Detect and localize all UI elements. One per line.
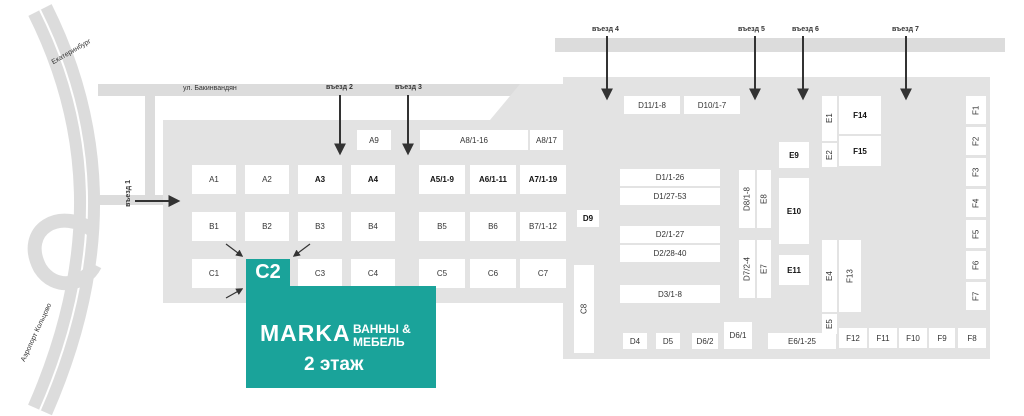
block-A3[interactable]: A3 (298, 165, 342, 194)
block-F10[interactable]: F10 (899, 328, 927, 348)
entrance-7-label: въезд 7 (892, 26, 919, 33)
entrance-4-label: въезд 4 (592, 26, 619, 33)
block-F7[interactable]: F7 (966, 282, 986, 310)
block-D2-28-40[interactable]: D2/28-40 (620, 245, 720, 262)
block-F1[interactable]: F1 (966, 96, 986, 124)
block-E7[interactable]: E7 (757, 240, 771, 298)
block-E1[interactable]: E1 (822, 96, 837, 141)
top-road (555, 38, 1005, 52)
entrance-2-label: въезд 2 (326, 84, 353, 91)
block-E5[interactable]: E5 (822, 314, 837, 334)
block-F5[interactable]: F5 (966, 220, 986, 248)
block-D3[interactable]: D3/1-8 (620, 285, 720, 303)
block-D5[interactable]: D5 (656, 333, 680, 349)
zone-east (563, 77, 990, 359)
entrance-6-label: въезд 6 (792, 26, 819, 33)
block-C7[interactable]: C7 (520, 259, 566, 288)
block-A9[interactable]: A9 (357, 130, 391, 150)
block-E9[interactable]: E9 (779, 142, 809, 168)
block-F8[interactable]: F8 (958, 328, 986, 348)
block-D7[interactable]: D7/2-4 (739, 240, 755, 298)
block-B7[interactable]: B7/1-12 (520, 212, 566, 241)
block-F11[interactable]: F11 (869, 328, 897, 348)
block-F15[interactable]: F15 (839, 136, 881, 166)
roundabout (27, 213, 102, 291)
block-C4[interactable]: C4 (351, 259, 395, 288)
block-F13[interactable]: F13 (839, 240, 861, 312)
entrance-3-label: въезд 3 (395, 84, 422, 91)
block-D6-1[interactable]: D6/1 (724, 322, 752, 349)
block-A5[interactable]: A5/1-9 (419, 165, 465, 194)
block-F9[interactable]: F9 (929, 328, 955, 348)
block-D1-27-53[interactable]: D1/27-53 (620, 188, 720, 205)
block-D1-1-26[interactable]: D1/1-26 (620, 169, 720, 186)
block-B5[interactable]: B5 (419, 212, 465, 241)
block-D9[interactable]: D9 (577, 210, 599, 227)
block-C5[interactable]: C5 (419, 259, 465, 288)
block-E11[interactable]: E11 (779, 255, 809, 285)
block-E6[interactable]: E6/1-25 (768, 333, 836, 349)
block-B3[interactable]: B3 (298, 212, 342, 241)
block-D2-1-27[interactable]: D2/1-27 (620, 226, 720, 243)
block-E8[interactable]: E8 (757, 170, 771, 228)
block-C2-highlight[interactable]: C2 (246, 259, 290, 286)
block-D11[interactable]: D11/1-8 (624, 96, 680, 114)
highway-divider (39, 9, 89, 411)
block-D6-2[interactable]: D6/2 (692, 333, 718, 349)
block-D10[interactable]: D10/1-7 (684, 96, 740, 114)
entrance-5-label: въезд 5 (738, 26, 765, 33)
block-C6[interactable]: C6 (470, 259, 516, 288)
upper-street (98, 84, 563, 96)
block-A4[interactable]: A4 (351, 165, 395, 194)
block-F3[interactable]: F3 (966, 158, 986, 186)
block-F4[interactable]: F4 (966, 189, 986, 217)
block-B2[interactable]: B2 (245, 212, 289, 241)
block-A8-1-16[interactable]: A8/1-16 (420, 130, 528, 150)
block-F12[interactable]: F12 (839, 328, 867, 348)
marka-banner[interactable]: MARKA ВАННЫ & МЕБЕЛЬ 2 этаж (246, 286, 436, 388)
block-F6[interactable]: F6 (966, 251, 986, 279)
block-F14[interactable]: F14 (839, 96, 881, 134)
brand-subtitle-line1: ВАННЫ & (353, 322, 411, 336)
block-C8[interactable]: C8 (574, 265, 594, 353)
block-B6[interactable]: B6 (470, 212, 516, 241)
c2-arrow-tl (225, 243, 244, 257)
block-A1[interactable]: A1 (192, 165, 236, 194)
floor-label: 2 этаж (304, 354, 364, 375)
block-B4[interactable]: B4 (351, 212, 395, 241)
block-A6[interactable]: A6/1-11 (470, 165, 516, 194)
block-F2[interactable]: F2 (966, 127, 986, 155)
block-D8[interactable]: D8/1-8 (739, 170, 755, 228)
block-A8-17[interactable]: A8/17 (530, 130, 563, 150)
c2-arrow-bl (225, 288, 244, 299)
brand-name: MARKA (260, 320, 351, 346)
brand-subtitle-line2: МЕБЕЛЬ (353, 335, 405, 349)
block-C1[interactable]: C1 (192, 259, 236, 288)
block-A2[interactable]: A2 (245, 165, 289, 194)
block-A7[interactable]: A7/1-19 (520, 165, 566, 194)
block-E2[interactable]: E2 (822, 143, 837, 167)
street-bakinchandyan: ул. Бакинвандян (183, 85, 237, 92)
connector-road (145, 96, 155, 201)
c2-arrow-tr (292, 243, 311, 257)
block-B1[interactable]: B1 (192, 212, 236, 241)
block-C3[interactable]: C3 (298, 259, 342, 288)
block-E4[interactable]: E4 (822, 240, 837, 312)
block-D4[interactable]: D4 (623, 333, 647, 349)
entry1-road (100, 195, 165, 205)
block-E10[interactable]: E10 (779, 178, 809, 244)
